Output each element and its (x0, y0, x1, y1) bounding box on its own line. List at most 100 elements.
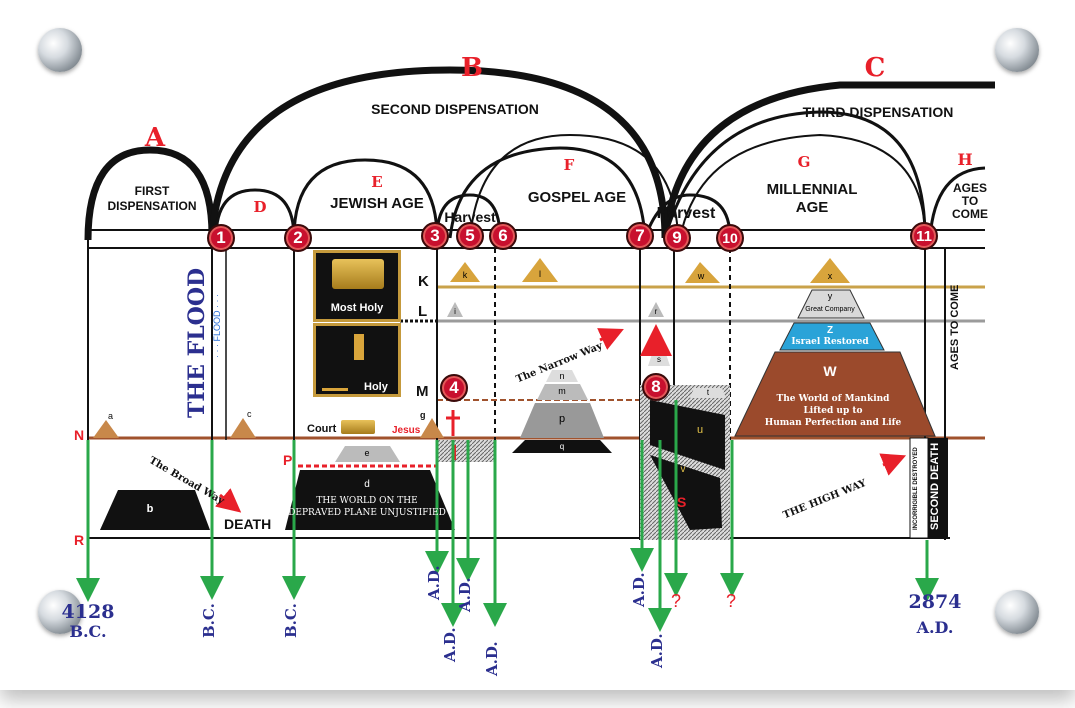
bc-label-1: B.C. (200, 603, 218, 638)
pyr-label-x: x (827, 271, 833, 281)
ad-label-5: A.D. (630, 572, 648, 607)
screw-bottom-right (995, 590, 1039, 634)
start-era-label: B.C. (69, 622, 107, 641)
pyr-label-u: u (696, 424, 704, 436)
pyr-label-q: q (559, 442, 565, 451)
pyr-label-m: m (558, 386, 566, 396)
pyr-label-b: b (146, 503, 154, 515)
pyramid-m (537, 384, 588, 400)
plane-L-label: L (418, 303, 428, 320)
pyramid-r (648, 302, 664, 317)
pyramid-c (230, 418, 256, 438)
section-G: G (797, 153, 811, 171)
ages-to-come-vertical-label: AGES TO COME (949, 284, 961, 370)
pyr-label-l: l (539, 269, 541, 279)
end-year-label: 2874 (908, 591, 962, 613)
section-E: E (371, 173, 383, 191)
screw-top-left (38, 28, 82, 72)
flood-small-label: · · · FLOOD · · · (212, 294, 222, 358)
pyramid-s (648, 354, 670, 366)
pyr-label-v: v (680, 464, 686, 475)
first-dispensation-label: FIRST DISPENSATION (107, 184, 197, 213)
pyr-label-d: d (364, 479, 370, 490)
tabernacle-holy: Holy (313, 323, 401, 397)
marker-5: 5 (456, 222, 484, 250)
marker-7: 7 (626, 222, 654, 250)
question-mark-2: ? (726, 591, 737, 611)
pyramid-z (779, 322, 885, 351)
pyramid-p (520, 403, 604, 438)
pyr-label-W: W (823, 363, 837, 379)
section-C: C (864, 53, 886, 83)
pyramid-w (685, 262, 720, 283)
pyr-label-w: w (697, 271, 705, 281)
pyramid-g (420, 418, 444, 438)
arc-first-dispensation (84, 146, 216, 241)
second-dispensation-label: SECOND DISPENSATION (371, 101, 539, 117)
ad-label-2: A.D. (441, 627, 459, 662)
death-label: DEATH (224, 516, 272, 532)
section-A: A (144, 123, 166, 153)
section-D: D (253, 198, 267, 216)
holy-label: Holy (364, 381, 388, 393)
pyr-label-c: c (247, 409, 252, 419)
pyr-label-a: a (108, 411, 114, 421)
ad-label-4: A.D. (483, 641, 501, 676)
arc-third-dispensation (661, 81, 995, 239)
tabernacle-most-holy: Most Holy (313, 250, 401, 322)
pyr-label-r: r (654, 307, 658, 316)
laver-icon (341, 420, 375, 434)
ages-to-come-label: AGES TO COME (952, 181, 988, 221)
pyramid-e (335, 446, 400, 462)
ad-label-1: A.D. (425, 565, 443, 600)
start-year-label: 4128 (61, 601, 115, 623)
plane-M-label: M (416, 383, 429, 400)
pyr-label-y: y (827, 291, 833, 301)
pyramid-t (690, 388, 726, 398)
harvest-label-1: Harvest (444, 209, 496, 225)
pyramid-W (734, 351, 936, 437)
jesus-label: Jesus (392, 425, 421, 436)
plane-N-label: N (74, 427, 85, 443)
jewish-age-label: JEWISH AGE (330, 195, 424, 212)
pyr-label-n: n (559, 371, 565, 381)
plane-R-label: R (74, 532, 85, 548)
the-flood-label: THE FLOOD (184, 267, 210, 418)
pyramid-a (93, 420, 119, 438)
most-holy-label: Most Holy (330, 302, 384, 314)
screw-bottom-left (38, 590, 82, 634)
question-mark-1: ? (671, 591, 682, 611)
marker-11: 11 (910, 222, 938, 250)
pyr-label-p: p (558, 413, 566, 425)
screw-top-right (995, 28, 1039, 72)
millennial-age-label: MILLENNIAL AGE (766, 181, 858, 216)
ad-label-3: A.D. (456, 577, 474, 612)
pyr-label-g: g (420, 410, 426, 420)
marker-6: 6 (489, 222, 517, 250)
pyr-label-t: t (706, 388, 710, 397)
marker-4: 4 (440, 374, 468, 402)
plane-P-label: P (283, 452, 293, 468)
ad-label-6: A.D. (648, 633, 666, 668)
pyr-label-z: Z (826, 325, 834, 336)
great-company-label: Great Company (805, 306, 855, 313)
marker-1: 1 (207, 224, 235, 252)
pyramid-l (522, 258, 558, 282)
marker-9: 9 (663, 224, 691, 252)
israel-restored-label: Israel Restored (791, 337, 869, 347)
world-depraved-label: THE WORLD ON THE DEPRAVED PLANE UNJUSTIF… (288, 496, 446, 518)
pyramid-k (450, 262, 480, 282)
world-mankind-label: The World of Mankind Lifted up to Human … (764, 394, 902, 428)
marker-2: 2 (284, 224, 312, 252)
section-F: F (563, 156, 575, 174)
arc-second-dispensation (208, 66, 669, 239)
panel (0, 0, 1075, 690)
pyramid-n (546, 370, 578, 382)
pyramid-x (810, 258, 850, 283)
pyramid-d (285, 470, 455, 530)
pyramid-y (797, 289, 865, 319)
marker-3: 3 (421, 222, 449, 250)
section-H: H (957, 150, 973, 169)
bc-label-2: B.C. (282, 603, 300, 638)
